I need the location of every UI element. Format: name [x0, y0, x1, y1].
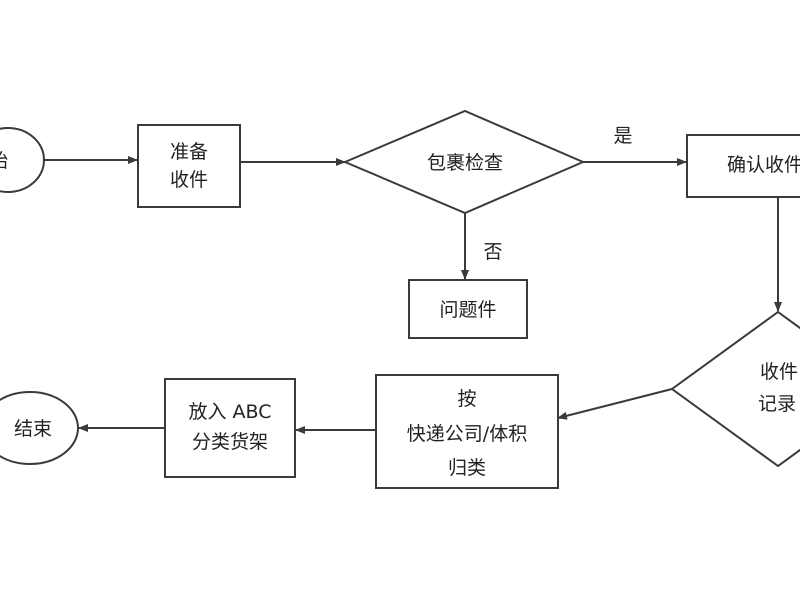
classify-label-line2: 快递公司/体积 — [407, 423, 527, 445]
classify-label-line1: 按 — [457, 388, 476, 410]
end-label: 结束 — [14, 418, 52, 440]
inspect-label: 包裹检查 — [427, 152, 503, 174]
end-node: 结束 — [0, 391, 79, 465]
confirm-node: 确认收件 — [686, 134, 800, 198]
start-label: 始 — [0, 150, 8, 172]
record-label-line2: 记录 — [758, 393, 796, 415]
shelve-label-line1: 放入 ABC — [188, 401, 271, 423]
shelve-label-line2: 分类货架 — [192, 431, 268, 453]
prepare-label-line2: 收件 — [170, 169, 208, 191]
record-node: 收件 记录 — [670, 310, 800, 468]
problem-node: 问题件 — [408, 279, 528, 339]
yes-label: 是 — [613, 125, 632, 147]
record-label-line1: 收件 — [760, 361, 798, 383]
shelve-node: 放入 ABC 分类货架 — [164, 378, 296, 478]
classify-node: 按 快递公司/体积 归类 — [375, 374, 559, 489]
arrow-record-to-classify — [557, 388, 673, 420]
prepare-node: 准备 收件 — [137, 124, 241, 208]
prepare-label-line1: 准备 — [170, 141, 208, 163]
confirm-label: 确认收件 — [727, 154, 800, 176]
inspect-node: 包裹检查 — [342, 109, 586, 215]
start-node: 始 — [0, 127, 45, 193]
problem-label: 问题件 — [439, 299, 496, 321]
classify-label-line3: 归类 — [448, 457, 486, 479]
no-label: 否 — [483, 241, 502, 263]
